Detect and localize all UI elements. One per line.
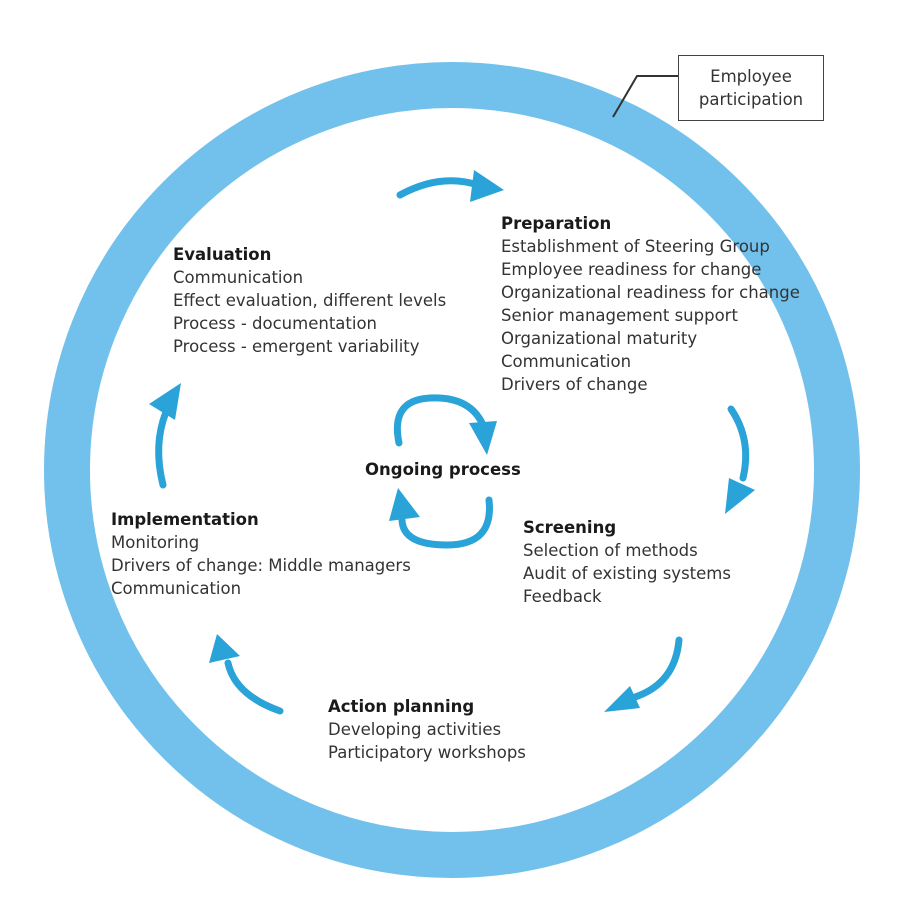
phase-item: Process - documentation [173,314,378,333]
ongoing-arrow-bottom [389,488,493,549]
phase-implementation: Implementation Monitoring Drivers of cha… [111,508,411,600]
phase-item: Senior management support [501,306,738,325]
phase-title: Screening [523,518,617,537]
phase-evaluation: Evaluation Communication Effect evaluati… [173,243,446,358]
phase-item: Organizational readiness for change [501,283,800,302]
phase-item: Establishment of Steering Group [501,237,770,256]
phase-item: Feedback [523,587,602,606]
arrow-screening-to-action-planning [604,636,683,712]
callout-leader-line [612,75,678,118]
ongoing-arrow-top [393,394,497,455]
arrow-preparation-to-screening [725,405,755,514]
ongoing-process-label: Ongoing process [365,460,521,479]
arrow-implementation-to-evaluation [149,383,181,489]
phase-title: Implementation [111,510,259,529]
phase-item: Process - emergent variability [173,337,420,356]
phase-item: Audit of existing systems [523,564,731,583]
phase-item: Drivers of change [501,375,648,394]
phase-action-planning: Action planning Developing activities Pa… [328,695,526,764]
phase-preparation: Preparation Establishment of Steering Gr… [501,212,800,396]
phase-item: Selection of methods [523,541,698,560]
arrow-evaluation-to-preparation [396,170,504,202]
employee-participation-callout: Employee participation [678,55,824,121]
callout-line-1: Employee [710,67,792,86]
arrow-action-planning-to-implementation [209,634,284,715]
phase-title: Action planning [328,697,475,716]
phase-item: Effect evaluation, different levels [173,291,447,310]
phase-item: Participatory workshops [328,743,526,762]
phase-item: Drivers of change: Middle managers [111,556,411,575]
phase-item: Communication [173,268,304,287]
employee-participation-ring [44,62,860,878]
phase-item: Developing activities [328,720,502,739]
phase-title: Preparation [501,214,612,233]
phase-item: Monitoring [111,533,200,552]
phase-item: Employee readiness for change [501,260,762,279]
phase-title: Evaluation [173,245,272,264]
callout-line-2: participation [698,90,804,109]
phase-item: Communication [501,352,632,371]
phase-screening: Screening Selection of methods Audit of … [523,516,731,608]
phase-item: Organizational maturity [501,329,698,348]
phase-item: Communication [111,579,242,598]
